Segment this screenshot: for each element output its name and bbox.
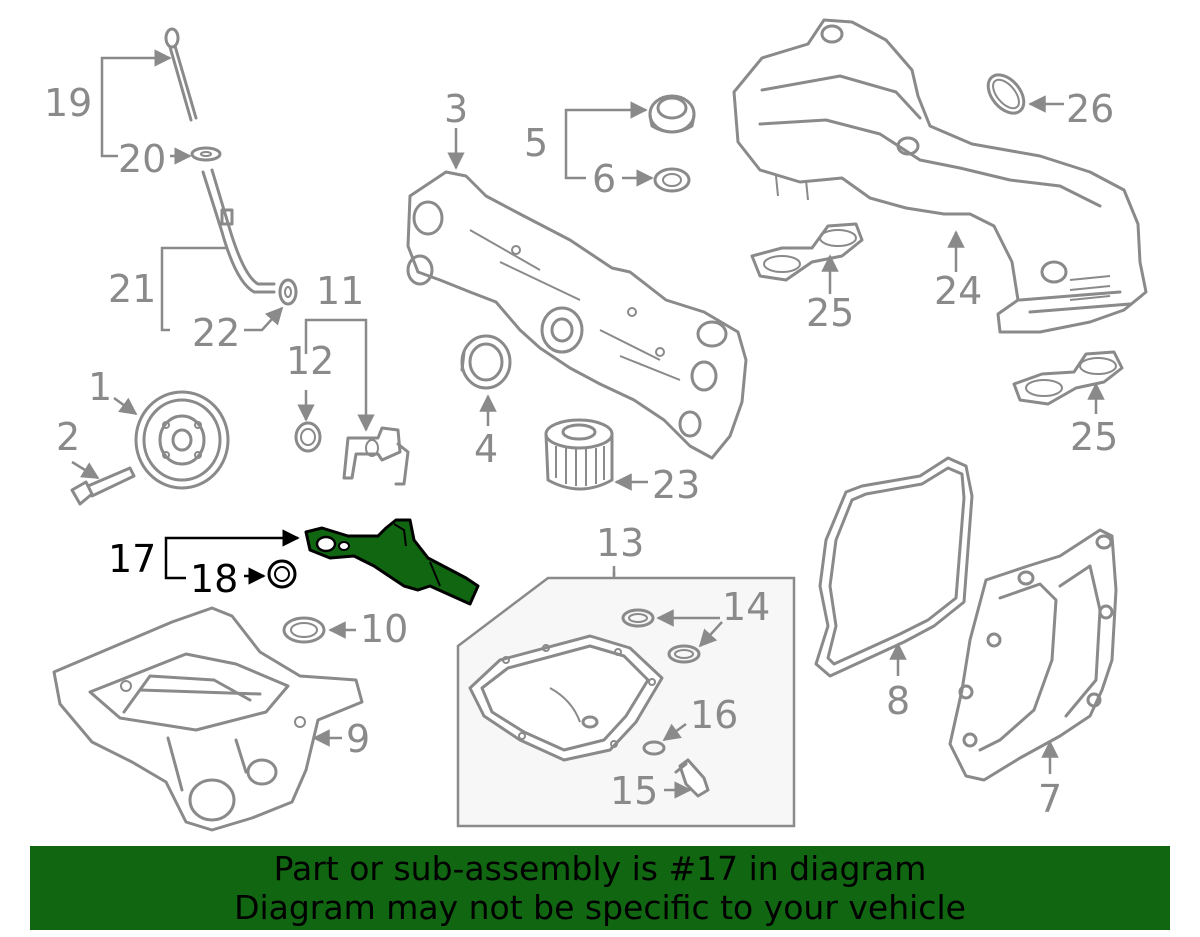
callout-16: 16: [690, 693, 738, 737]
manifold-gasket-part-25a: [750, 222, 864, 282]
seal-part-4: [460, 334, 512, 390]
callout-26: 26: [1066, 87, 1114, 131]
callout-15: 15: [610, 769, 658, 813]
oil-filler-cap-part: [648, 94, 696, 134]
dipstick-tube-part: [201, 168, 276, 294]
info-banner: Part or sub-assembly is #17 in diagram D…: [30, 846, 1170, 930]
washer-part-20: [190, 146, 222, 162]
gasket-part-14b: [667, 644, 701, 664]
o-ring-part-10: [282, 616, 326, 644]
callout-8: 8: [886, 679, 910, 723]
callout-4: 4: [474, 427, 498, 471]
cover-gasket-part-8: [814, 456, 974, 678]
callout-25-lower: 25: [1070, 415, 1118, 459]
callout-12: 12: [286, 339, 334, 383]
oil-filter-part: [544, 418, 614, 491]
callout-23: 23: [652, 463, 700, 507]
callout-5: 5: [524, 121, 548, 165]
callout-9: 9: [346, 717, 370, 761]
timing-cover-part: [406, 170, 748, 460]
o-ring-part-12: [294, 421, 322, 453]
dipstick-part: [164, 27, 198, 122]
banner-line-1: Part or sub-assembly is #17 in diagram: [273, 849, 927, 888]
oil-pan-lower-part: [468, 634, 664, 762]
callout-1: 1: [88, 365, 112, 409]
oil-pan-upper-part: [52, 606, 364, 832]
callout-17: 17: [108, 537, 156, 581]
chain-cover-part-7: [948, 528, 1118, 782]
oil-pipe-part-17-highlighted: [304, 518, 480, 606]
callout-6: 6: [592, 157, 616, 201]
callout-7: 7: [1038, 777, 1062, 821]
gasket-ring-part-26: [986, 73, 1026, 115]
callout-3: 3: [444, 87, 468, 131]
cap-gasket-part-6: [653, 167, 691, 193]
o-ring-part-18: [267, 559, 297, 589]
manifold-gasket-part-25b: [1012, 350, 1124, 406]
callout-2: 2: [56, 415, 80, 459]
callout-22: 22: [192, 311, 240, 355]
callout-14: 14: [722, 585, 770, 629]
callout-24: 24: [934, 269, 982, 313]
crank-pulley-part: [134, 390, 230, 490]
callout-18: 18: [190, 557, 238, 601]
callout-19: 19: [44, 81, 92, 125]
o-ring-part-22: [278, 278, 298, 306]
callout-11: 11: [316, 269, 364, 313]
pulley-bolt-part: [70, 466, 136, 506]
callout-13: 13: [596, 521, 644, 565]
intake-manifold-part: [732, 18, 1148, 334]
oil-control-valve-part: [342, 426, 410, 486]
callout-21: 21: [108, 267, 156, 311]
callout-10: 10: [360, 607, 408, 651]
gasket-part-14a: [621, 608, 655, 628]
callout-20: 20: [118, 137, 166, 181]
washer-part-16: [642, 740, 666, 756]
banner-line-2: Diagram may not be specific to your vehi…: [234, 888, 966, 927]
callout-25-upper: 25: [806, 291, 854, 335]
